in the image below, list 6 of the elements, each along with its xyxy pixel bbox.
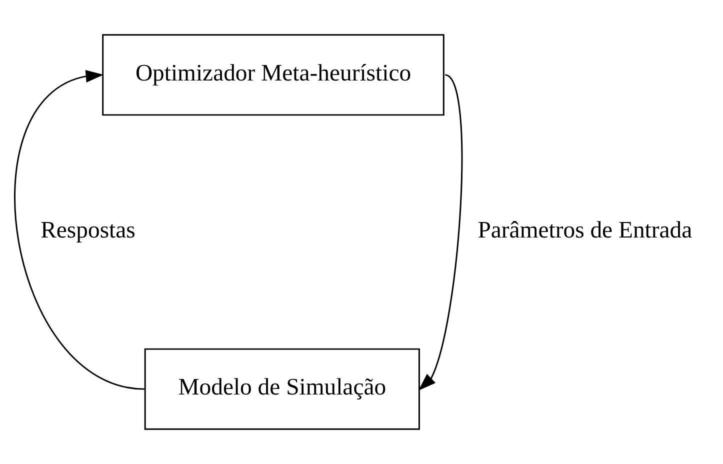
node-box: Modelo de Simulação [144,348,420,430]
node-box: Optimizador Meta-heurístico [102,34,444,116]
arrow [418,74,463,391]
edge-label: Parâmetros de Entrada [478,218,692,244]
arrow [14,70,144,390]
edge-label: Respostas [40,218,136,244]
